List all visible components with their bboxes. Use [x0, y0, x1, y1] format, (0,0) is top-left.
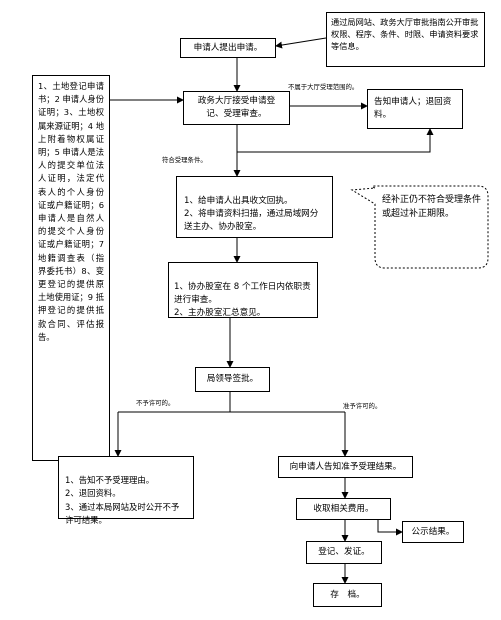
info-box: 通过局网站、政务大厅审批指南公开审批权限、程序、条件、时限、申请资料要求等信息。	[326, 12, 485, 67]
arrow-fee-to-publish	[377, 520, 403, 536]
notify-box: 向申请人告知准予受理结果。	[278, 456, 413, 478]
review-box-text: 1、协办股室在 8 个工作日内依职责进行审查。 2、主办股室汇总意见。	[174, 282, 311, 318]
archive-box-text: 存 档。	[330, 589, 365, 600]
requirements-box-text: 1、土地登记申请书；2 申请人身份证明；3、土地权属来源证明；4 地上附着物权属…	[38, 81, 104, 342]
info-box-text: 通过局网站、政务大厅审批指南公开审批权限、程序、条件、时限、申请资料要求等信息。	[331, 17, 479, 51]
reject-box: 1、告知不予受理理由。 2、退回资料。 3、通过本局网站及时公开不予许可结果。	[58, 456, 194, 525]
label-not-in-scope: 不属于大厅受理范围的。	[288, 83, 359, 91]
hall-box-text: 政务大厅接受申请登记、受理审查。	[197, 96, 276, 119]
fee-box-text: 收取相关费用。	[313, 503, 374, 514]
hall-box: 政务大厅接受申请登记、受理审查。	[183, 91, 290, 125]
arrow-check-to-inform	[237, 128, 434, 153]
leader-box: 局领导签批。	[195, 367, 270, 392]
applicant-box-text: 申请人提出申请。	[193, 42, 263, 53]
inform-box: 告知申请人；退回资料。	[367, 89, 463, 129]
requirements-box: 1、土地登记申请书；2 申请人身份证明；3、土地权属来源证明；4 地上附着物权属…	[32, 75, 110, 461]
publish-box: 公示结果。	[402, 521, 464, 543]
register-box-text: 登记、发证。	[318, 547, 370, 557]
receipt-box: 1、给申请人出具收文回执。 2、将申请资料扫描，通过局域网分送主办、协办股室。	[176, 176, 333, 238]
inform-box-text: 告知申请人；退回资料。	[374, 97, 452, 120]
label-permitted: 准予许可的。	[343, 402, 382, 410]
review-box: 1、协办股室在 8 个工作日内依职责进行审查。 2、主办股室汇总意见。	[168, 262, 318, 318]
applicant-box: 申请人提出申请。	[180, 38, 276, 58]
publish-box-text: 公示结果。	[411, 526, 455, 537]
callout-text: 经补正仍不符合受理条件或超过补正期限。	[382, 195, 482, 219]
register-box: 登记、发证。	[306, 541, 382, 564]
leader-box-text: 局领导签批。	[206, 374, 259, 384]
label-not-permitted: 不予许可的。	[136, 399, 175, 407]
label-meets-condition: 符合受理条件。	[162, 156, 207, 164]
archive-box: 存 档。	[313, 583, 382, 607]
arrow-info-to-applicant	[275, 37, 327, 49]
receipt-box-text: 1、给申请人出具收文回执。 2、将申请资料扫描，通过局域网分送主办、协办股室。	[184, 196, 319, 232]
callout-shape	[350, 185, 489, 269]
reject-box-text: 1、告知不予受理理由。 2、退回资料。 3、通过本局网站及时公开不予许可结果。	[65, 474, 180, 526]
fee-box: 收取相关费用。	[296, 498, 391, 520]
notify-box-text: 向申请人告知准予受理结果。	[289, 461, 402, 472]
